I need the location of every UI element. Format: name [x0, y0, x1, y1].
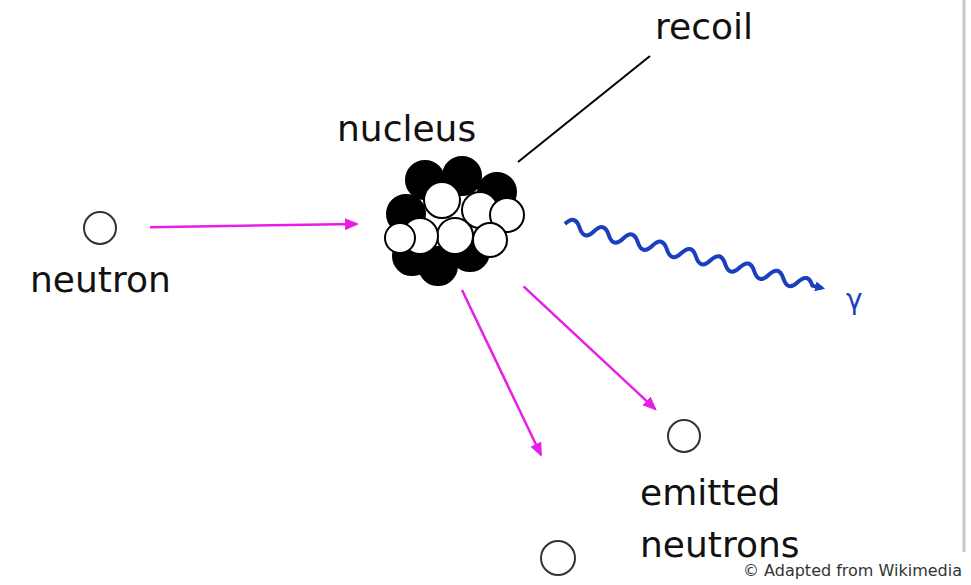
label-holder: recoil: [655, 6, 753, 48]
gamma-wave: [564, 218, 824, 294]
neutron-arrow: [524, 286, 656, 409]
node-label: nucleus: [337, 108, 477, 150]
credit-note: © Adapted from Wikimedia: [743, 561, 962, 581]
annotation-label: recoil: [655, 6, 753, 48]
frame-edge: [963, 0, 966, 552]
node-label: neutron: [30, 259, 60, 301]
neutron-circle: emitted neutrons: [667, 419, 701, 453]
nucleus-box: nucleus: [385, 160, 525, 285]
nucleus-cluster: [385, 157, 524, 285]
node-label: emitted neutrons: [640, 467, 840, 571]
annotation-label: γ: [846, 284, 863, 316]
emission-arrow: [462, 290, 541, 455]
label-holder: γ: [846, 284, 863, 316]
neutron-circle: neutron: [83, 211, 117, 245]
emitted-neutron: [541, 541, 575, 575]
neutron-arrow: [150, 224, 357, 227]
label-holder: © Adapted from Wikimedia: [743, 561, 962, 581]
recoil-line: [518, 56, 650, 162]
